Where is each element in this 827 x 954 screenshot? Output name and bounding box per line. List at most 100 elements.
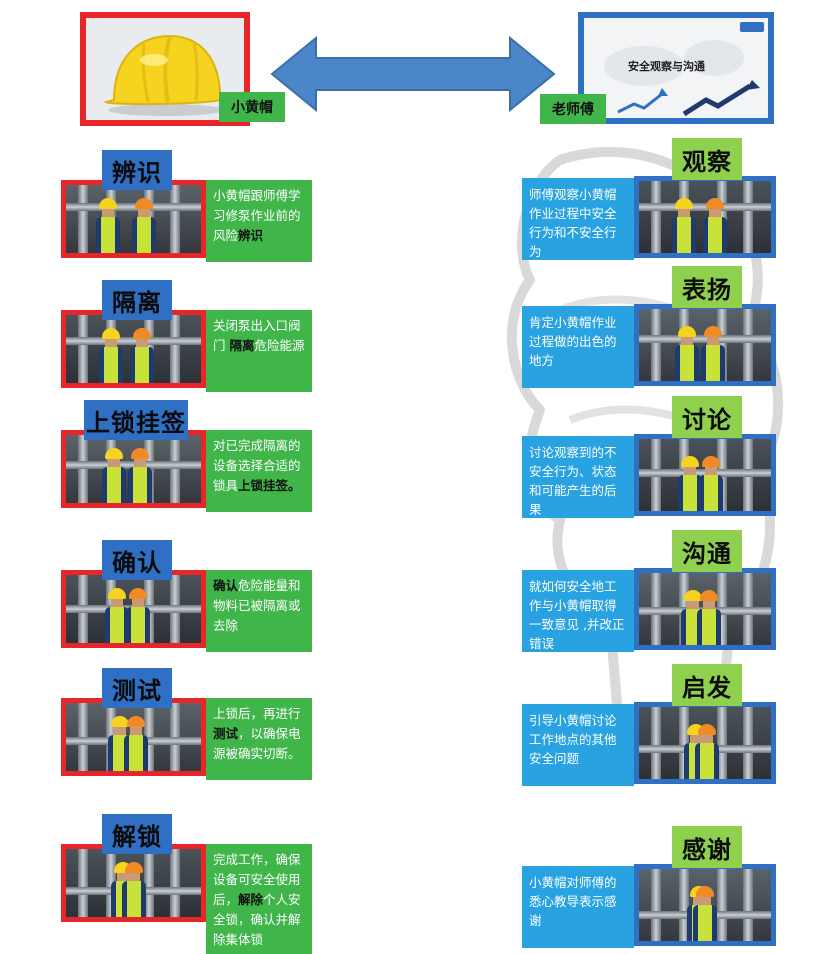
step-photo-frame bbox=[61, 844, 206, 922]
step-description: 上锁后，再进行测试，以确保电源被确实切断。 bbox=[206, 698, 312, 780]
hat-label: 小黄帽 bbox=[219, 92, 285, 122]
step-photo-frame bbox=[61, 180, 206, 258]
pipe bbox=[170, 435, 180, 503]
keyword-text: 上锁挂签。 bbox=[238, 478, 301, 493]
work-photo bbox=[66, 185, 201, 253]
worker-figure bbox=[105, 588, 129, 643]
step-title: 表扬 bbox=[672, 266, 742, 308]
worker-figure bbox=[701, 326, 725, 381]
description-text: 设备选择合适的 bbox=[213, 458, 301, 473]
work-photo bbox=[66, 849, 201, 917]
step-description: 就如何安全地工作与小黄帽取得一致意见 ,并改正错误 bbox=[522, 570, 634, 652]
pipe bbox=[651, 181, 661, 253]
description-text: 完成工作，确保 bbox=[213, 852, 301, 867]
worker-figure bbox=[128, 448, 152, 503]
pipe bbox=[651, 309, 661, 381]
description-text: 设备可安全使用 bbox=[213, 872, 301, 887]
pipe bbox=[743, 181, 753, 253]
step-title: 隔离 bbox=[102, 280, 172, 320]
description-text: 能源 bbox=[279, 338, 305, 353]
step-description: 确认危险能量和物料已被隔离或去除 bbox=[206, 570, 312, 652]
pipe bbox=[639, 335, 771, 343]
keyword-text: 测试 bbox=[213, 726, 239, 741]
step-title: 感谢 bbox=[672, 826, 742, 868]
step-title: 测试 bbox=[102, 668, 172, 708]
worker-figure bbox=[122, 862, 146, 917]
step-description: 对已完成隔离的设备选择合适的锁具上锁挂签。 bbox=[206, 430, 312, 512]
step-photo-frame bbox=[61, 430, 206, 508]
step-photo-frame bbox=[61, 570, 206, 648]
pipe bbox=[66, 337, 201, 345]
description-text: 个人安 bbox=[263, 892, 301, 907]
step-description: 讨论观察到的不安全行为、状态和可能产生的后果 bbox=[522, 436, 634, 518]
description-text: ，以确保电 bbox=[238, 726, 301, 741]
work-photo bbox=[66, 703, 201, 771]
step-photo-frame bbox=[634, 568, 776, 650]
description-text: 对已完成隔离的 bbox=[213, 438, 301, 453]
pipe bbox=[679, 869, 689, 941]
work-photo bbox=[639, 181, 771, 253]
worker-figure bbox=[130, 328, 154, 383]
pipe bbox=[743, 869, 753, 941]
description-text: 锁具 bbox=[213, 478, 239, 493]
work-photo bbox=[639, 869, 771, 941]
step-photo-frame bbox=[634, 702, 776, 784]
world-map-icon bbox=[584, 18, 768, 118]
worker-figure bbox=[132, 198, 156, 253]
pipe bbox=[78, 849, 88, 917]
description-text: 源被确实切断。 bbox=[213, 746, 301, 761]
description-text: 全锁，确认并解 bbox=[213, 912, 301, 927]
worker-figure bbox=[693, 886, 717, 941]
description-text: 物料已被隔离或 bbox=[213, 598, 301, 613]
description-text: 阀门 bbox=[213, 318, 301, 353]
step-photo-frame bbox=[61, 310, 206, 388]
step-title: 解锁 bbox=[102, 814, 172, 854]
pipe bbox=[651, 869, 661, 941]
step-description: 师傅观察小黄帽作业过程中安全行为和不安全行为 bbox=[522, 178, 634, 260]
description-text: 关闭泵出入口 bbox=[213, 318, 289, 333]
work-photo bbox=[66, 315, 201, 383]
step-description: 小黄帽跟师傅学习修泵作业前的风险辨识 bbox=[206, 180, 312, 262]
description-text: 危险 bbox=[254, 338, 280, 353]
description-text: 除集体锁 bbox=[213, 932, 264, 947]
keyword-text: 确认 bbox=[213, 578, 239, 593]
step-title: 讨论 bbox=[672, 396, 742, 438]
step-description: 关闭泵出入口阀门 隔离危险能源 bbox=[206, 310, 312, 392]
step-photo-frame bbox=[634, 176, 776, 258]
step-title: 辨识 bbox=[102, 150, 172, 190]
step-title: 启发 bbox=[672, 664, 742, 706]
keyword-text: 隔离 bbox=[229, 338, 255, 353]
worker-figure bbox=[703, 198, 727, 253]
pipe bbox=[144, 849, 154, 917]
slide-title: 安全观察与沟通 bbox=[628, 60, 705, 73]
pipe bbox=[743, 309, 753, 381]
pipe bbox=[651, 707, 661, 779]
description-text: 前的风险 bbox=[213, 208, 301, 243]
pipe bbox=[679, 707, 689, 779]
logo-badge bbox=[740, 22, 764, 32]
step-description: 引导小黄帽讨论工作地点的其他安全问题 bbox=[522, 704, 634, 786]
worker-figure bbox=[96, 198, 120, 253]
description-text: 危险能量和 bbox=[238, 578, 301, 593]
step-title: 上锁挂签 bbox=[84, 400, 188, 440]
pipe bbox=[170, 315, 180, 383]
worker-figure bbox=[672, 198, 696, 253]
step-title: 沟通 bbox=[672, 530, 742, 572]
description-text: 小黄帽跟师傅 bbox=[213, 188, 289, 203]
worker-figure bbox=[102, 448, 126, 503]
worker-figure bbox=[697, 590, 721, 645]
description-text: 去除 bbox=[213, 618, 239, 633]
slide-image-frame: 安全观察与沟通 bbox=[578, 12, 774, 124]
worker-figure bbox=[675, 326, 699, 381]
keyword-text: 辨识 bbox=[238, 228, 264, 243]
step-description: 肯定小黄帽作业过程做的出色的地方 bbox=[522, 306, 634, 388]
pipe bbox=[717, 869, 727, 941]
pipe bbox=[743, 707, 753, 779]
worker-figure bbox=[99, 328, 123, 383]
work-photo bbox=[639, 707, 771, 779]
pipe bbox=[639, 203, 771, 211]
pipe bbox=[78, 315, 88, 383]
step-photo-frame bbox=[634, 434, 776, 516]
worker-figure bbox=[124, 716, 148, 771]
step-photo-frame bbox=[634, 304, 776, 386]
